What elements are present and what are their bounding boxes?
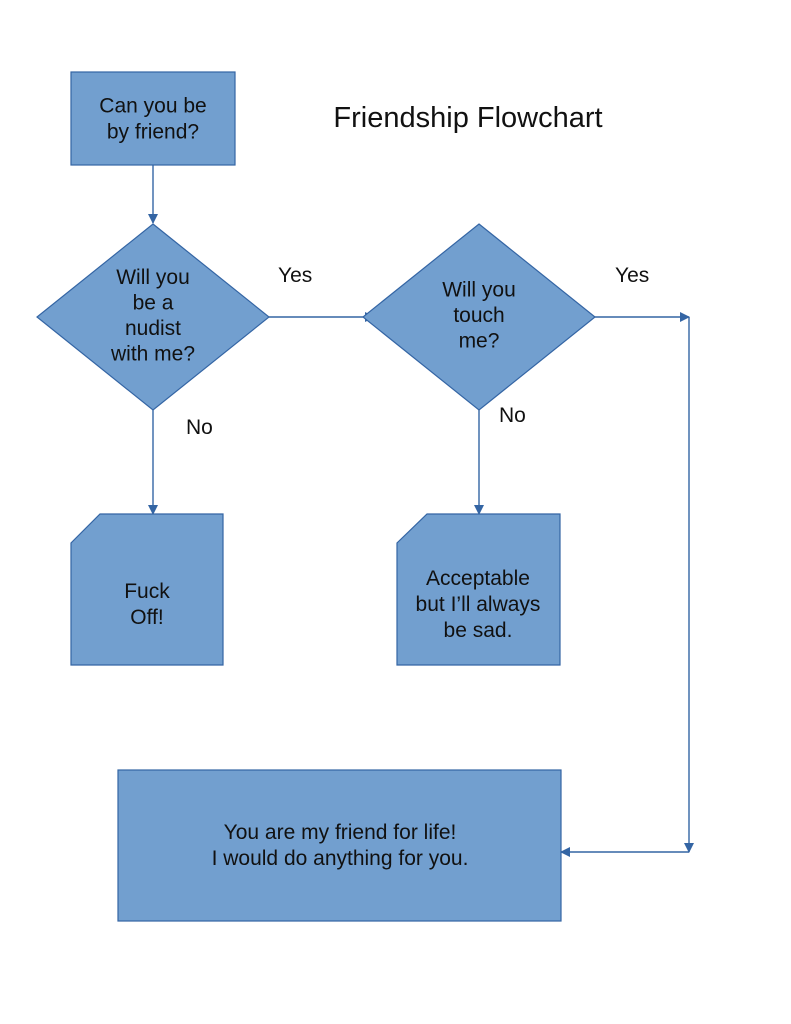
node-text-line: I would do anything for you. bbox=[212, 847, 469, 870]
node-text-line: be a bbox=[133, 291, 174, 314]
node-text-line: Acceptable bbox=[426, 567, 530, 590]
node-text-line: with me? bbox=[110, 342, 195, 365]
node-text-line: Off! bbox=[130, 606, 163, 629]
node-text-line: You are my friend for life! bbox=[224, 821, 457, 844]
node-sad-text: Acceptable but I’ll always be sad. bbox=[416, 567, 541, 642]
edge-label-touch-yes: Yes bbox=[615, 264, 649, 287]
node-friend-shape bbox=[117, 769, 562, 922]
node-text-line: me? bbox=[459, 330, 500, 353]
diagram-title: Friendship Flowchart bbox=[333, 102, 602, 134]
node-text-line: Will you bbox=[442, 279, 516, 302]
node-start-text: Can you be by friend? bbox=[99, 95, 206, 144]
node-text-line: nudist bbox=[125, 317, 181, 340]
node-start: Can you be by friend? bbox=[70, 71, 236, 166]
node-text-line: by friend? bbox=[107, 121, 199, 144]
node-sad-shape bbox=[396, 513, 561, 666]
node-friend: You are my friend for life! I would do an… bbox=[117, 769, 562, 922]
edge-label-nudist-no: No bbox=[186, 416, 213, 439]
node-start-shape bbox=[70, 71, 236, 166]
node-text-line: Can you be bbox=[99, 95, 206, 118]
node-touch-shape bbox=[362, 223, 596, 411]
node-sad: Acceptable but I’ll always be sad. bbox=[396, 513, 561, 666]
node-friend-text: You are my friend for life! I would do an… bbox=[212, 821, 469, 870]
node-text-line: but I’ll always bbox=[416, 593, 541, 616]
node-text-line: touch bbox=[453, 304, 504, 327]
node-text-line: Fuck bbox=[124, 580, 170, 603]
node-text-line: be sad. bbox=[444, 619, 513, 642]
edges bbox=[148, 165, 694, 857]
node-nudist-shape bbox=[36, 223, 270, 411]
edge-label-nudist-yes: Yes bbox=[278, 264, 312, 287]
node-text-line: Will you bbox=[116, 266, 190, 289]
node-reject-shape bbox=[70, 513, 224, 666]
edge-label-touch-no: No bbox=[499, 404, 526, 427]
